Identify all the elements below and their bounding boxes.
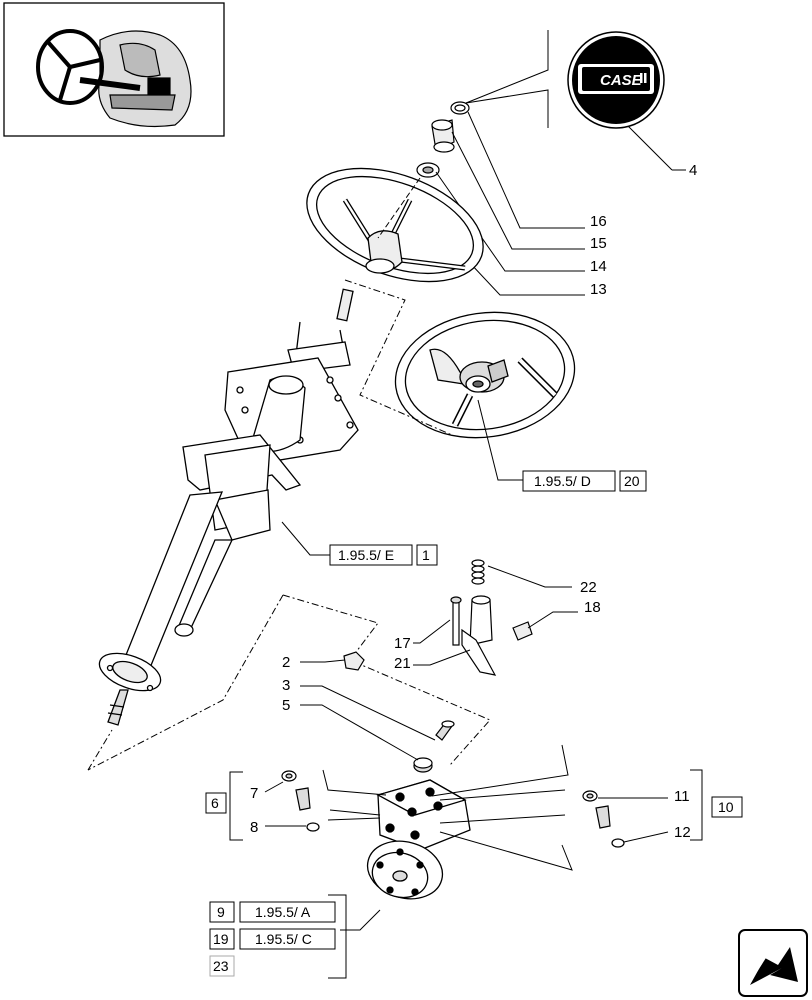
callout-15: 15: [590, 235, 607, 252]
callout-2: 2: [282, 654, 290, 671]
nut-and-bolt-parts: [343, 651, 455, 773]
dashed-connector: [87, 594, 284, 771]
group-box-10: [711, 796, 743, 818]
group-bracket: [328, 894, 347, 979]
fitting-right-parts: [582, 790, 625, 848]
case-logo: CASE: [567, 31, 665, 129]
callout-11: 11: [674, 788, 690, 805]
thumbnail-panel: [3, 2, 225, 137]
ref-a-label: 1.95.5/ A: [255, 904, 311, 920]
callout-14: 14: [590, 258, 607, 275]
leader-line: [465, 89, 549, 128]
leader-line: [281, 521, 330, 556]
steering-wheel-cap-parts: [416, 101, 470, 178]
leader-line: [627, 125, 673, 171]
callout-22: 22: [580, 579, 597, 596]
logo-brand-text: CASE: [600, 72, 643, 89]
leader-line: [465, 30, 549, 104]
group-box-6: [205, 792, 227, 814]
callout-16: 16: [590, 213, 607, 230]
spring-bracket-parts: [450, 559, 533, 676]
group-bracket: [690, 769, 703, 841]
callout-17: 17: [394, 635, 411, 652]
ref-d-label: 1.95.5/ D: [534, 473, 591, 489]
callout-13: 13: [590, 281, 607, 298]
ref-e-label: 1.95.5/ E: [338, 547, 394, 563]
callout-21: 21: [394, 655, 411, 672]
reference-a: 9 1.95.5/ A: [209, 901, 336, 923]
extra-box-number: 23: [213, 958, 229, 974]
reference-c: 19 1.95.5/ C: [209, 928, 336, 950]
tractor-cab-thumbnail-icon: [36, 29, 192, 128]
steering-wheel-underside-icon: [394, 311, 576, 439]
callout-3: 3: [282, 677, 290, 694]
callout-8: 8: [250, 819, 258, 836]
callout-5: 5: [282, 697, 290, 714]
dashed-connector: [344, 279, 453, 436]
ref-e-number: 1: [422, 547, 430, 563]
steering-wheel-icon: [306, 167, 484, 283]
group-bracket: [229, 771, 243, 841]
ref-a-number: 9: [217, 904, 225, 920]
callout-4: 4: [689, 162, 697, 179]
arrow-icon: [750, 947, 798, 985]
leader-lines-left: [264, 781, 306, 827]
callout-18: 18: [584, 599, 601, 616]
ref-c-label: 1.95.5/ C: [255, 931, 312, 947]
leader-lines-nuts: [300, 659, 436, 761]
leader-lines-right: [598, 797, 669, 843]
ref-d-number: 20: [624, 473, 640, 489]
extra-box: 23: [209, 955, 235, 977]
fitting-left-parts: [281, 770, 320, 832]
callout-12: 12: [674, 824, 691, 841]
ref-c-number: 19: [213, 931, 229, 947]
leader-lines-bracket: [413, 565, 578, 666]
next-page-arrow-button[interactable]: [738, 929, 808, 997]
leader-line: [477, 399, 523, 481]
reference-e: 1.95.5/ E 1: [329, 544, 438, 566]
callout-7: 7: [250, 785, 258, 802]
dashed-axis-line: [377, 177, 421, 239]
group-label-6: 6: [211, 795, 219, 811]
leader-lines-valve: [322, 744, 573, 931]
steering-valve-icon: [366, 779, 471, 900]
steering-column-icon: [98, 288, 359, 726]
reference-d: 1.95.5/ D 20: [522, 470, 647, 492]
group-label-10: 10: [718, 799, 734, 815]
